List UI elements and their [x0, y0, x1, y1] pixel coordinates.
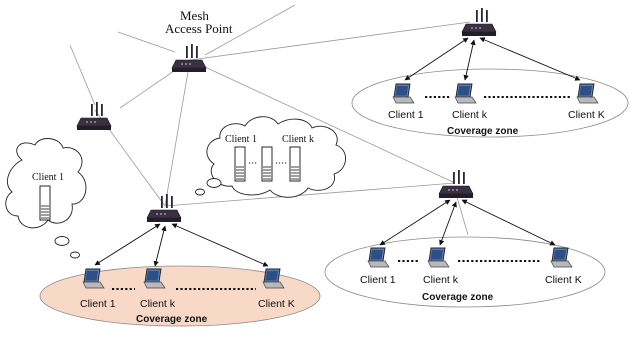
zone-label: Coverage zone [136, 314, 208, 325]
client-label: Client 1 [80, 298, 116, 310]
coverage-zone-left: Client 1 Client k Client K Coverage zone [39, 223, 321, 327]
cloud-client-label: Client 1 [32, 172, 64, 183]
router-icon [171, 43, 207, 73]
coverage-zone-top-right: Client 1 Client k Client K Coverage zone [351, 37, 629, 138]
queue-icon [234, 146, 246, 182]
client-label: Client K [568, 109, 605, 121]
zone-label: Coverage zone [422, 292, 494, 303]
client-label: Client 1 [360, 274, 396, 286]
queue-icon [289, 146, 301, 182]
zone-label: Coverage zone [447, 126, 519, 137]
client-label: Client K [545, 274, 582, 286]
client-label: Client 1 [388, 109, 424, 121]
queue-icon [261, 146, 273, 182]
router-icon [146, 193, 182, 223]
mesh-title-line1: Mesh [180, 8, 209, 23]
client-label: Client k [423, 274, 459, 286]
client-label: Client k [452, 109, 488, 121]
thought-cloud-small: Client 1 [5, 138, 87, 259]
client-label: Client K [258, 298, 295, 310]
thought-cloud-large: Client 1 Client k [195, 116, 346, 198]
queue-icon [39, 185, 51, 221]
client-label: Client k [140, 298, 176, 310]
coverage-zone-bottom-right: Client 1 Client k Client K Coverage zone [324, 199, 606, 308]
mesh-title-line2: Access Point [165, 21, 233, 36]
cloud-client-label: Client 1 [225, 134, 257, 145]
cloud-client-label: Client k [282, 134, 314, 145]
router-icon [76, 101, 112, 131]
